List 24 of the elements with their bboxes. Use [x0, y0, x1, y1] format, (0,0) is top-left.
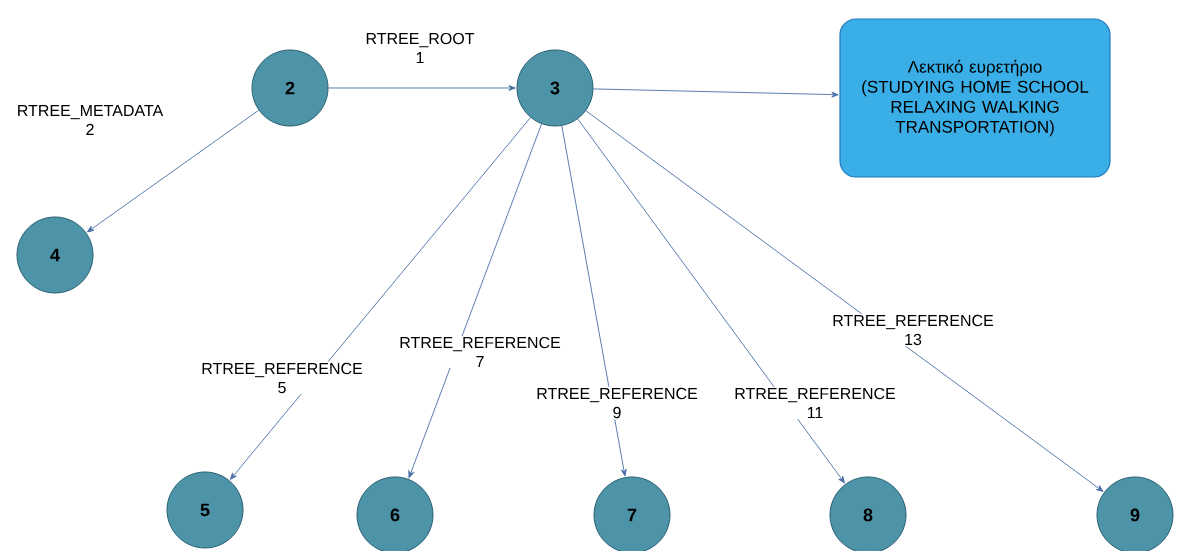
arrow — [229, 117, 531, 480]
edge-label: RTREE_REFERENCE 9 — [532, 386, 702, 420]
edge-label: RTREE_REFERENCE 11 — [730, 386, 900, 420]
circle-node: 3 — [516, 49, 594, 127]
arrow — [593, 88, 839, 98]
edge-label: RTREE_REFERENCE 5 — [197, 361, 367, 395]
circle-node: 4 — [16, 216, 94, 294]
edge-label: RTREE_ROOT 1 — [361, 31, 479, 65]
arrow — [585, 110, 1104, 492]
edge-label: RTREE_REFERENCE 7 — [395, 335, 565, 369]
text-box: Λεκτικό ευρετήριο (STUDYING HOME SCHOOL RELAXING WALKING TRANSPORTATION) — [839, 18, 1111, 178]
circle-node: 6 — [356, 476, 434, 551]
arrow — [86, 109, 260, 233]
arrow — [561, 125, 627, 477]
edge-label: RTREE_METADATA 2 — [11, 104, 169, 136]
arrow — [328, 85, 516, 91]
circle-node: 9 — [1096, 476, 1174, 551]
circle-node: 5 — [166, 471, 244, 549]
circle-node: 2 — [251, 49, 329, 127]
circle-node: 7 — [593, 476, 671, 551]
arrow — [408, 123, 542, 479]
arrow — [577, 118, 845, 484]
circle-node: 8 — [829, 476, 907, 551]
edge-label: RTREE_REFERENCE 13 — [828, 313, 998, 347]
